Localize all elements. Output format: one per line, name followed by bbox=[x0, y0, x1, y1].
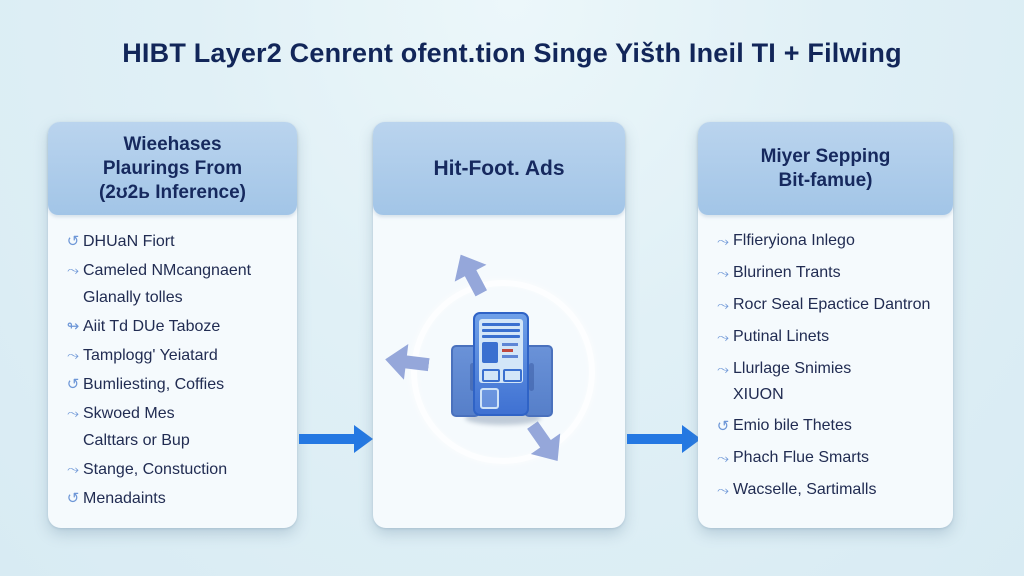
panel-left-header-line: Plaurings From bbox=[102, 157, 243, 179]
panel-left: Wieehases Plaurings From (2ʊ2ь Inference… bbox=[48, 122, 297, 528]
list-item-text: Phach Flue Smarts bbox=[733, 449, 870, 466]
list-item-text: Llurlage Snimies bbox=[733, 360, 852, 377]
list-item: ⤳ Llurlage Snimies XIUON bbox=[713, 356, 945, 408]
swoosh-icon: ⤳ bbox=[716, 450, 729, 467]
panel-right-header: Miyer Sepping Bit-famue) bbox=[698, 122, 953, 215]
list-item-text: Stange, Constuction bbox=[83, 461, 228, 478]
panel-right-list: ⤳ Flfieryiona Inlego ⤳ Blurinen Trants ⤳… bbox=[698, 215, 953, 504]
panel-middle-header: Hit-Foot. Ads bbox=[373, 122, 625, 215]
swoosh-icon: ⤳ bbox=[716, 482, 729, 499]
device-button bbox=[480, 388, 499, 409]
swoosh-icon: ⤳ bbox=[716, 233, 729, 250]
list-item-text: Menadaints bbox=[83, 490, 166, 507]
list-item-text: Blurinen Trants bbox=[733, 264, 841, 281]
list-item-text: Putinal Linets bbox=[733, 328, 830, 345]
page-title: HIBT Layer2 Cenrent ofent.tion Singe Yiš… bbox=[122, 38, 902, 68]
panel-right: Miyer Sepping Bit-famue) ⤳ Flfieryiona I… bbox=[698, 122, 953, 528]
panel-left-list: ↺ DHUaN Fiort ⤳ Cameled NMcangnaent Glan… bbox=[48, 215, 297, 512]
list-item: ↺ DHUaN Fiort bbox=[63, 228, 289, 255]
arrow-head bbox=[354, 425, 373, 453]
list-item-text: Glanally tolles bbox=[83, 289, 183, 306]
panel-middle: Hit-Foot. Ads bbox=[373, 122, 625, 528]
list-item-text: Bumliesting, Coffies bbox=[83, 376, 225, 393]
list-item-text: Wacselle, Sartimalls bbox=[733, 481, 877, 498]
panel-right-header-line: Miyer Sepping bbox=[760, 145, 891, 167]
panel-left-header-line: Wieehases bbox=[123, 133, 222, 155]
panel-left-header: Wieehases Plaurings From (2ʊ2ь Inference… bbox=[48, 122, 297, 215]
list-item: ⤳ Cameled NMcangnaent Glanally tolles bbox=[63, 257, 289, 311]
panel-right-header-line: Bit-famue) bbox=[778, 169, 873, 191]
panel-middle-header-line: Hit-Foot. Ads bbox=[433, 156, 565, 180]
list-item: ⤳ Wacselle, Sartimalls bbox=[713, 477, 945, 504]
list-item-text: DHUaN Fiort bbox=[83, 233, 175, 250]
refresh-icon: ↺ bbox=[66, 376, 80, 393]
list-item: ⤳ Putinal Linets bbox=[713, 324, 945, 351]
list-item: ↺ Emio bile Thetes bbox=[713, 413, 945, 440]
hook-icon: ↬ bbox=[66, 318, 80, 335]
list-item-text: Calttars or Bup bbox=[83, 432, 190, 449]
list-item: ↬ Aiit Td DUe Taboze bbox=[63, 313, 289, 340]
list-item-text: Tamplogg' Yeiatard bbox=[83, 347, 218, 364]
list-item-text: Flfieryiona Inlego bbox=[733, 232, 855, 249]
cycle-ring bbox=[411, 280, 595, 464]
swoosh-icon: ⤳ bbox=[66, 347, 79, 364]
device-sync-cycle-illustration bbox=[373, 122, 625, 528]
refresh-icon: ↺ bbox=[66, 233, 80, 250]
list-item-text: Rocr Seal Epactice Dantron bbox=[733, 296, 931, 313]
swoosh-icon: ⤳ bbox=[716, 329, 729, 346]
swoosh-icon: ⤳ bbox=[716, 361, 729, 378]
swoosh-icon: ⤳ bbox=[66, 262, 79, 279]
list-item: ⤳ Skwoed Mes Calttars or Bup bbox=[63, 400, 289, 454]
list-item: ⤳ Tamplogg' Yeiatard bbox=[63, 342, 289, 369]
swoosh-icon: ⤳ bbox=[716, 297, 729, 314]
device-screen bbox=[479, 319, 523, 383]
list-item-text: Aiit Td DUe Taboze bbox=[83, 318, 221, 335]
list-item-text: Cameled NMcangnaent bbox=[83, 262, 252, 279]
panel-left-header-line: (2ʊ2ь Inference) bbox=[98, 181, 247, 203]
flow-arrow-right bbox=[627, 425, 701, 453]
list-item: ⤳ Blurinen Trants bbox=[713, 260, 945, 287]
flow-arrow-right bbox=[299, 425, 373, 453]
list-item: ⤳ Phach Flue Smarts bbox=[713, 445, 945, 472]
list-item: ⤳ Stange, Constuction bbox=[63, 456, 289, 483]
list-item: ⤳ Flfieryiona Inlego bbox=[713, 228, 945, 255]
arrow-shaft bbox=[299, 434, 356, 444]
list-item-text: XIUON bbox=[733, 386, 784, 403]
list-item: ↺ Bumliesting, Coffies bbox=[63, 371, 289, 398]
refresh-icon: ↺ bbox=[66, 490, 80, 507]
refresh-icon: ↺ bbox=[716, 418, 730, 435]
arrow-shaft bbox=[627, 434, 684, 444]
arrow-head bbox=[682, 425, 701, 453]
list-item: ⤳ Rocr Seal Epactice Dantron bbox=[713, 292, 945, 319]
swoosh-icon: ⤳ bbox=[66, 461, 79, 478]
swoosh-icon: ⤳ bbox=[716, 265, 729, 282]
list-item: ↺ Menadaints bbox=[63, 485, 289, 512]
list-item-text: Skwoed Mes bbox=[83, 405, 175, 422]
device-icon bbox=[473, 312, 529, 416]
list-item-text: Emio bile Thetes bbox=[733, 417, 852, 434]
swoosh-icon: ⤳ bbox=[66, 405, 79, 422]
